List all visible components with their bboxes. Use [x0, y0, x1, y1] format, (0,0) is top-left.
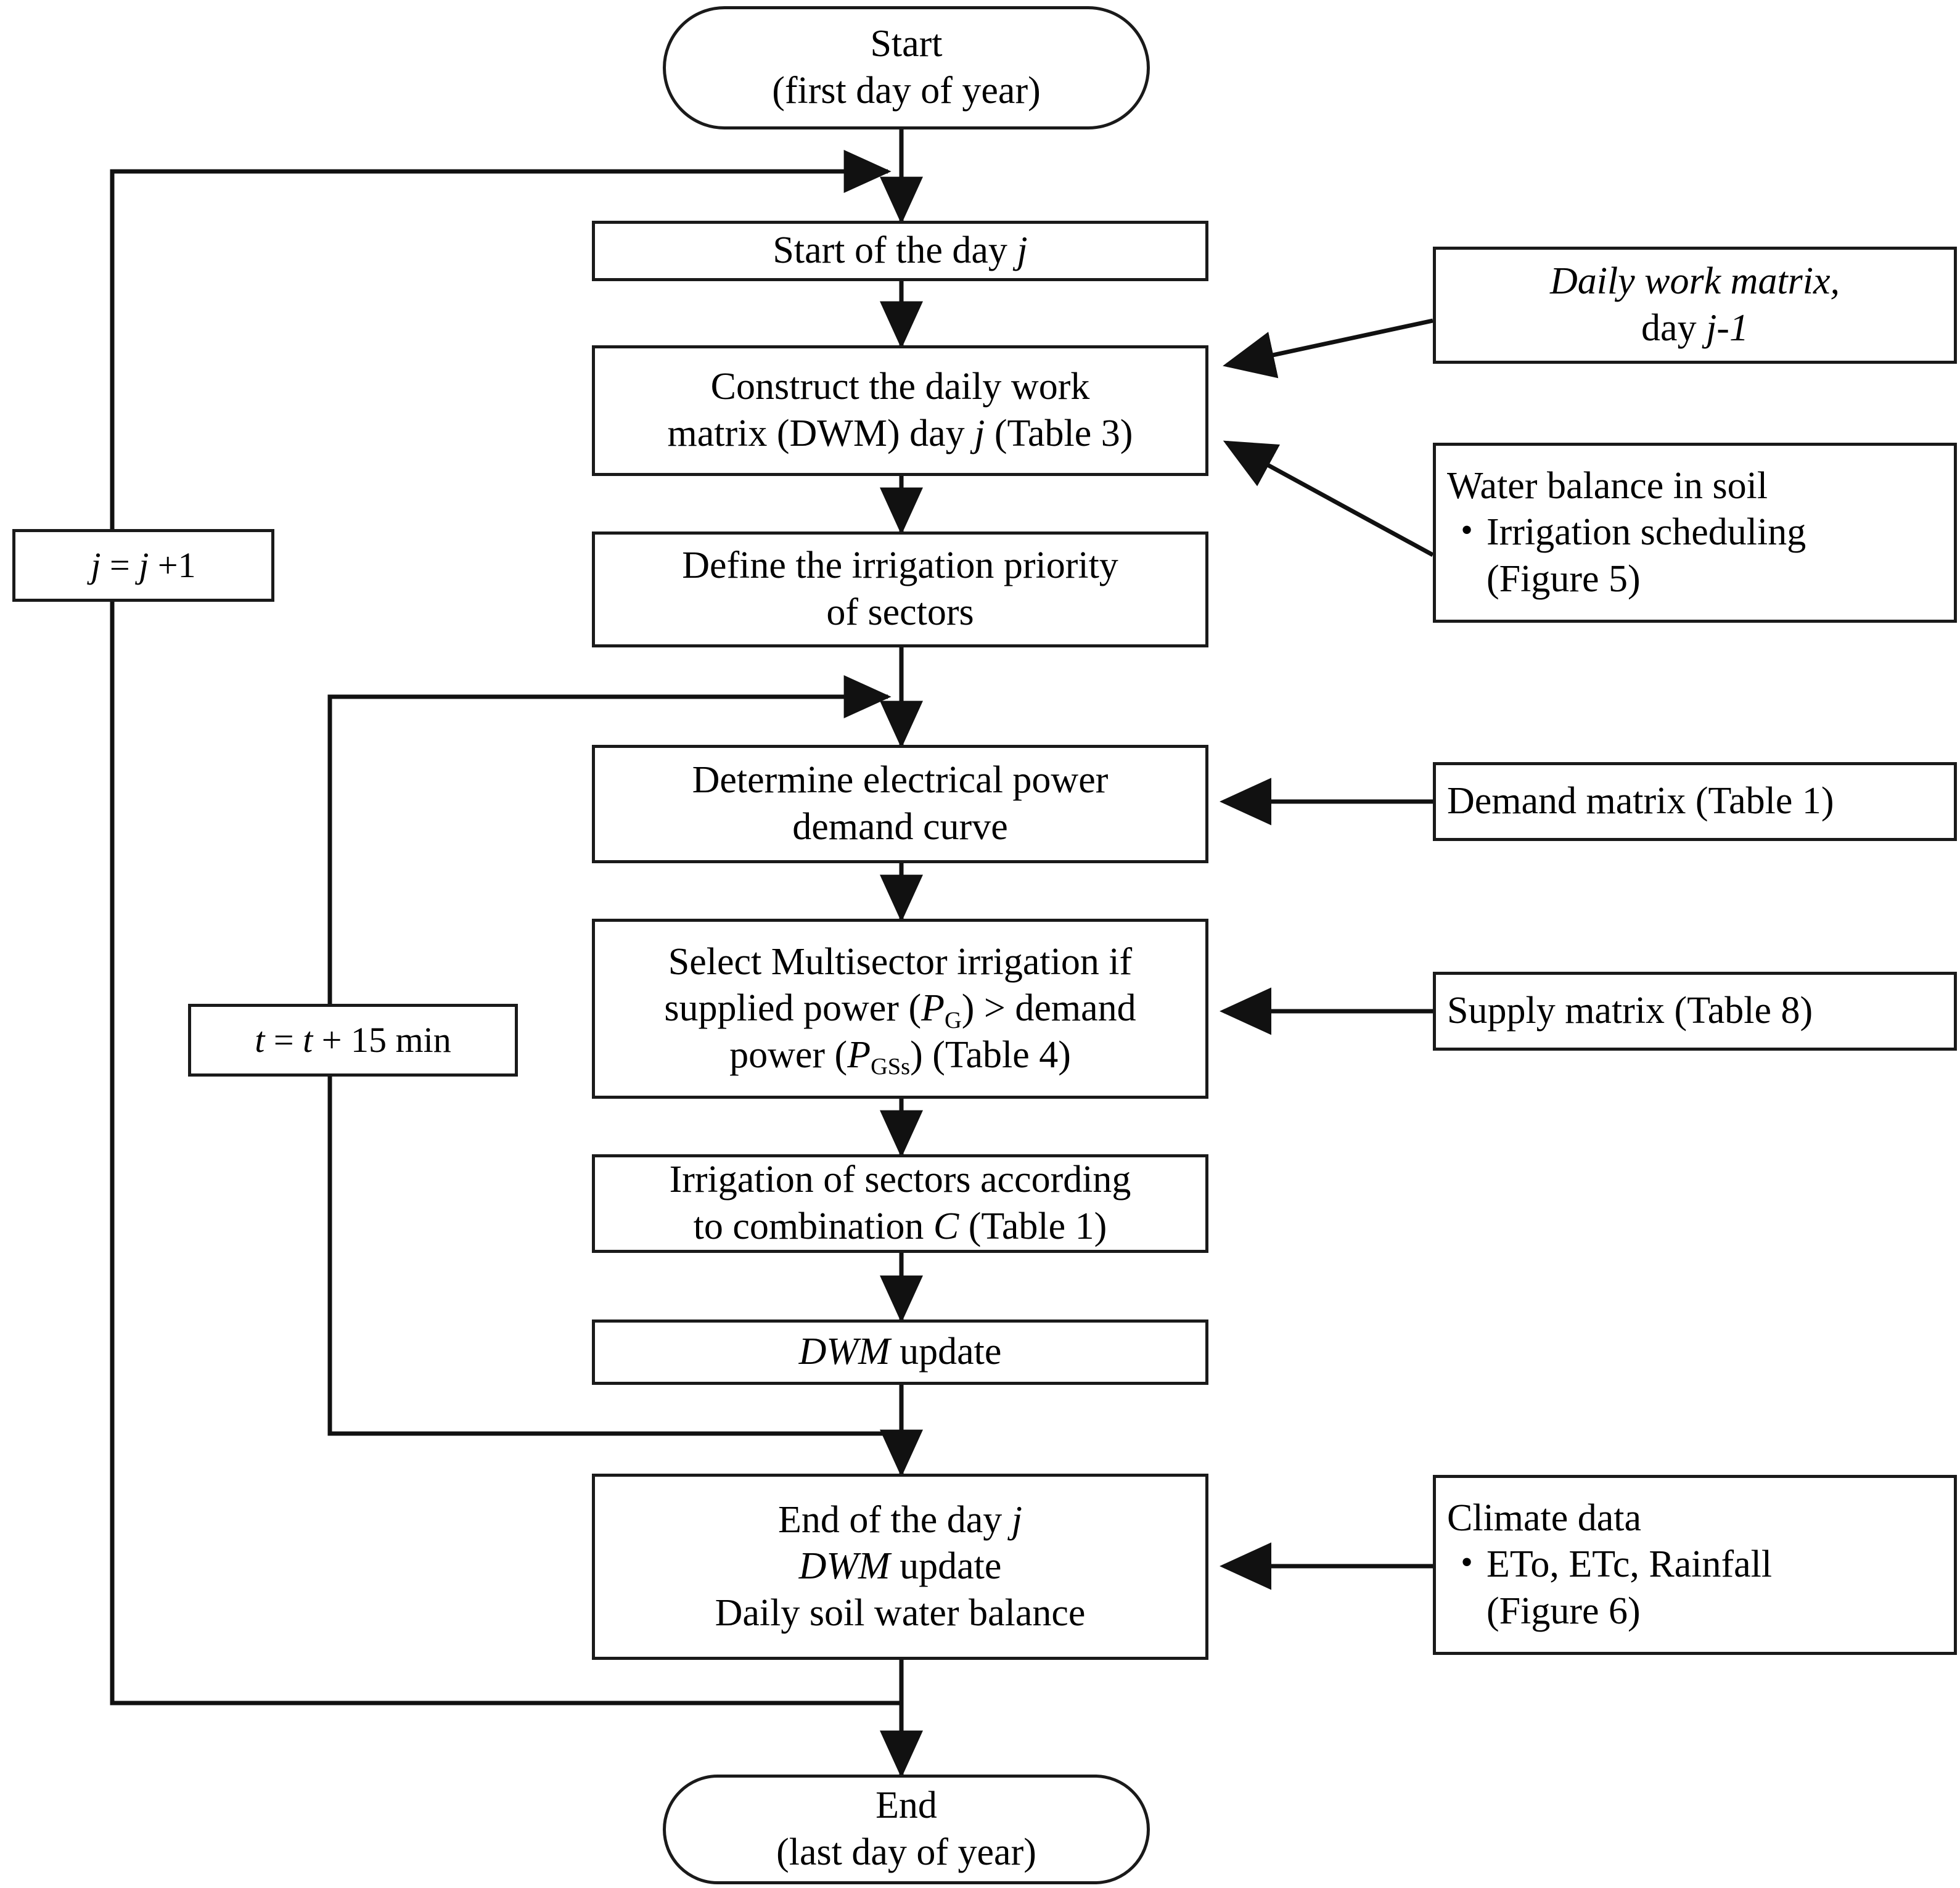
climate-data[interactable]: Climate data • ETo, ETc, Rainfall (Figur… — [1433, 1475, 1957, 1655]
select-multisector-line1: Select Multisector irrigation if — [668, 940, 1133, 983]
define-priority-line2: of sectors — [826, 591, 974, 633]
day-counter-label: j = j +1 — [91, 544, 196, 585]
supply-matrix-label: Supply matrix (Table 8) — [1447, 990, 1813, 1032]
daily-work-matrix-line1: Daily work matrix, — [1549, 260, 1840, 303]
day-counter-increment[interactable]: j = j +1 — [12, 529, 274, 602]
water-balance-bullet-line2: (Figure 5) — [1486, 557, 1641, 600]
start-terminal[interactable]: Start (first day of year) — [663, 6, 1150, 129]
select-multisector-line3: power (PGSs) (Table 4) — [729, 1033, 1071, 1080]
end-of-day-line1: End of the day j — [777, 1498, 1022, 1541]
dwm-update[interactable]: DWM update — [592, 1320, 1208, 1385]
bullet-icon: • — [1461, 511, 1473, 550]
time-step-label: t = t + 15 min — [255, 1019, 451, 1060]
start-of-day[interactable]: Start of the day j — [592, 221, 1208, 281]
demand-matrix-label: Demand matrix (Table 1) — [1447, 780, 1834, 823]
demand-matrix[interactable]: Demand matrix (Table 1) — [1433, 762, 1957, 841]
climate-data-bullet-line2: (Figure 6) — [1486, 1590, 1641, 1632]
define-priority-line1: Define the irrigation priority — [682, 544, 1118, 587]
irrigation-sectors-line1: Irrigation of sectors according — [669, 1159, 1131, 1201]
climate-data-bullet-text: ETo, ETc, Rainfall (Figure 6) — [1486, 1541, 1943, 1635]
connector-daily-work-matrix-to-construct-dwm — [1223, 318, 1433, 379]
water-balance-bullet: • Irrigation scheduling (Figure 5) — [1447, 509, 1943, 602]
end-subtitle: (last day of year) — [776, 1831, 1036, 1873]
daily-work-matrix-previous-day[interactable]: Daily work matrix, day j-1 — [1433, 247, 1957, 364]
climate-data-heading: Climate data — [1447, 1496, 1642, 1539]
determine-power-demand-curve[interactable]: Determine electrical power demand curve — [592, 745, 1208, 863]
define-irrigation-priority[interactable]: Define the irrigation priority of sector… — [592, 532, 1208, 647]
supply-matrix[interactable]: Supply matrix (Table 8) — [1433, 972, 1957, 1051]
time-step-increment[interactable]: t = t + 15 min — [188, 1004, 518, 1077]
construct-dwm-line2: matrix (DWM) day j (Table 3) — [667, 412, 1133, 454]
daily-work-matrix-line2: day j-1 — [1641, 307, 1749, 349]
water-balance-bullet-line1: Irrigation scheduling — [1486, 511, 1806, 554]
water-balance-heading: Water balance in soil — [1447, 464, 1768, 507]
end-of-day-line3: Daily soil water balance — [715, 1591, 1086, 1634]
climate-data-bullet: • ETo, ETc, Rainfall (Figure 6) — [1447, 1541, 1943, 1635]
irrigation-of-sectors[interactable]: Irrigation of sectors according to combi… — [592, 1154, 1208, 1253]
construct-dwm-line1: Construct the daily work — [710, 366, 1090, 408]
construct-dwm[interactable]: Construct the daily work matrix (DWM) da… — [592, 345, 1208, 476]
connector-water-balance-to-construct-dwm — [1223, 440, 1434, 557]
determine-power-line2: demand curve — [792, 806, 1008, 848]
end-of-day-line2: DWM update — [798, 1545, 1002, 1588]
start-of-day-label: Start of the day j — [773, 229, 1028, 272]
select-multisector-line2: supplied power (PG) > demand — [664, 987, 1136, 1033]
start-title: Start — [870, 23, 943, 65]
irrigation-sectors-line2: to combination C (Table 1) — [693, 1205, 1107, 1247]
end-terminal[interactable]: End (last day of year) — [663, 1775, 1150, 1884]
water-balance-in-soil[interactable]: Water balance in soil • Irrigation sched… — [1433, 443, 1957, 623]
end-title: End — [875, 1784, 937, 1827]
climate-data-bullet-line1: ETo, ETc, Rainfall — [1486, 1543, 1773, 1586]
water-balance-bullet-text: Irrigation scheduling (Figure 5) — [1486, 509, 1943, 602]
end-of-day[interactable]: End of the day j DWM update Daily soil w… — [592, 1474, 1208, 1660]
determine-power-line1: Determine electrical power — [692, 759, 1109, 802]
dwm-update-label: DWM update — [798, 1331, 1002, 1373]
start-subtitle: (first day of year) — [772, 70, 1041, 112]
bullet-icon: • — [1461, 1543, 1473, 1582]
select-multisector-irrigation[interactable]: Select Multisector irrigation if supplie… — [592, 919, 1208, 1099]
